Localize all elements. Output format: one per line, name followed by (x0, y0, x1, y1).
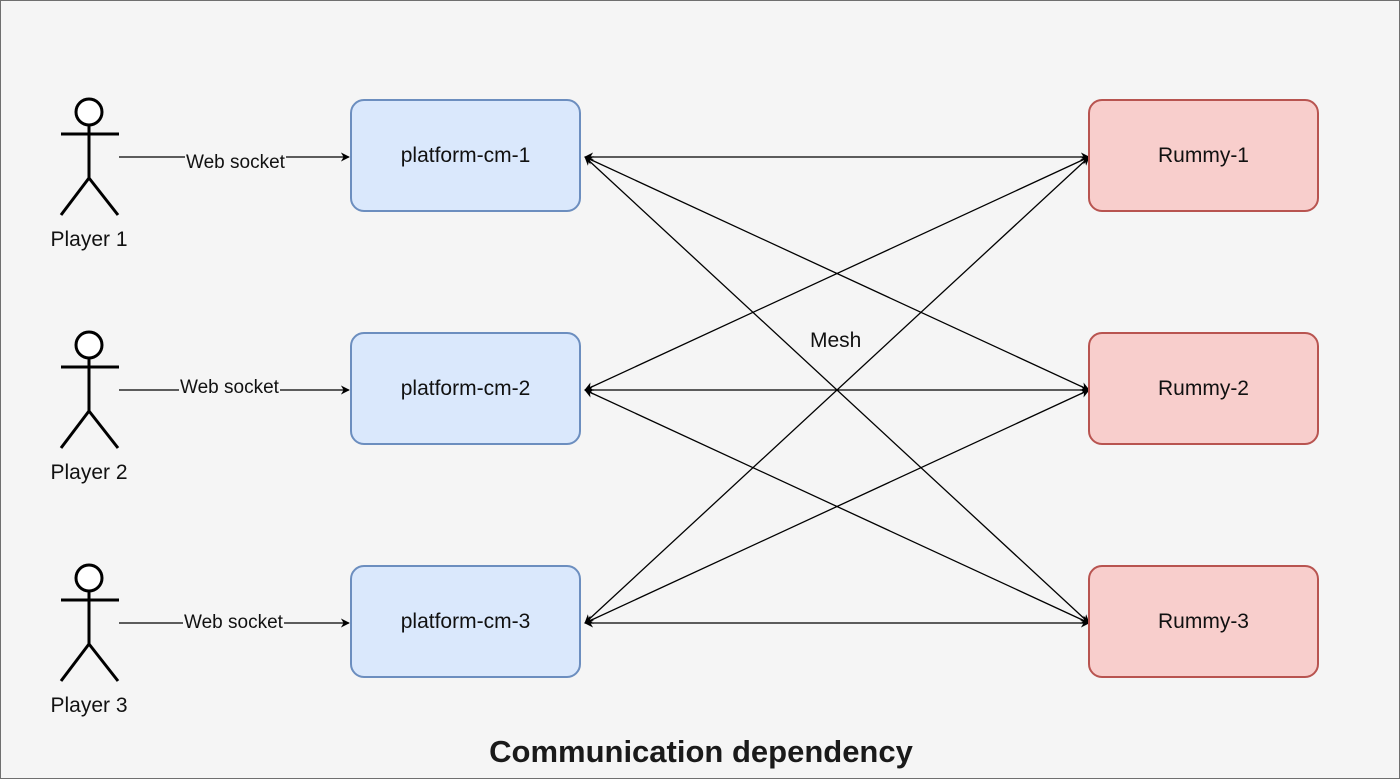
platform-cm-3-node[interactable]: platform-cm-3 (350, 565, 581, 678)
rummy-3-node[interactable]: Rummy-3 (1088, 565, 1319, 678)
player-3-link-label: Web socket (183, 612, 284, 633)
node-label: platform-cm-1 (400, 143, 531, 167)
player-1-link-label: Web socket (185, 152, 286, 173)
node-label: platform-cm-2 (400, 376, 531, 400)
mesh-edge-cm3-rummy2 (584, 389, 1090, 624)
rummy-1-node[interactable]: Rummy-1 (1088, 99, 1319, 212)
player-1-label: Player 1 (50, 228, 128, 251)
platform-cm-2-node[interactable]: platform-cm-2 (350, 332, 581, 445)
rummy-2-node[interactable]: Rummy-2 (1088, 332, 1319, 445)
player-2-actor: Player 2 (29, 330, 149, 501)
player-2-link-label: Web socket (179, 377, 280, 398)
player-3-actor: Player 3 (29, 563, 149, 734)
mesh-label: Mesh (810, 329, 862, 352)
player-1-actor: Player 1 (29, 97, 149, 268)
stick-figure-icon (59, 563, 120, 682)
diagram-caption: Communication dependency (489, 734, 913, 769)
stick-figure-icon (59, 330, 120, 449)
player-3-label: Player 3 (50, 694, 128, 717)
node-label: Rummy-3 (1157, 609, 1249, 633)
player-2-label: Player 2 (50, 461, 128, 484)
node-label: Rummy-2 (1157, 376, 1249, 400)
node-label: Rummy-1 (1157, 143, 1249, 167)
platform-cm-1-node[interactable]: platform-cm-1 (350, 99, 581, 212)
stick-figure-icon (59, 97, 120, 216)
node-label: platform-cm-3 (400, 609, 531, 633)
